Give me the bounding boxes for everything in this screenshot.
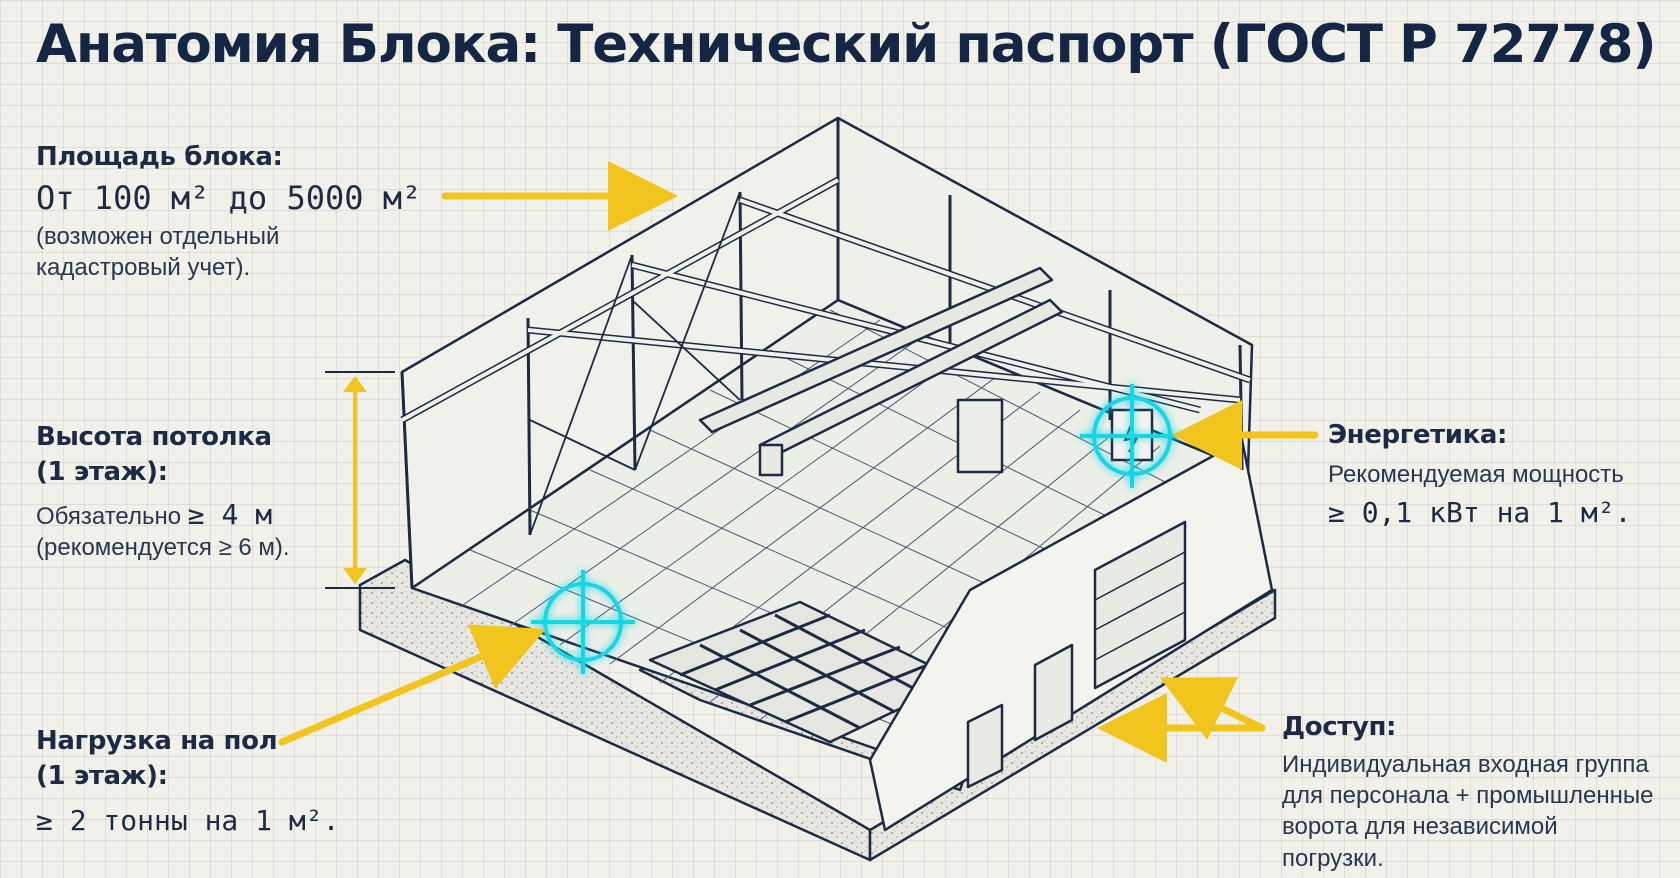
height-requirement: Обязательно ≥ 4 м [36,498,290,532]
access-line3: ворота для независимой [1282,813,1558,841]
floor-target-marker [531,570,635,674]
power-text: Рекомендуемая мощность [1328,461,1624,489]
access-arrow-gate [1159,677,1266,740]
access-line1: Индивидуальная входная группа [1282,751,1649,779]
gate-panels [1094,551,1186,661]
floor-load-arrow [278,624,546,746]
personnel-door [1033,643,1074,742]
floor-load-heading-line2: (1 этаж): [36,761,168,792]
rebar-grid [679,613,931,730]
access-heading: Доступ: [1282,712,1397,742]
access-annotation: Доступ: Индивидуальная входная группа дл… [1282,710,1653,874]
power-value: ≥ 0,1 кВт на 1 м². [1328,496,1632,530]
height-annotation: Высота потолка (1 этаж): Обязательно ≥ 4… [36,420,290,564]
height-heading-line2: (1 этаж): [36,457,168,488]
building-drawing [358,116,1277,862]
access-line4: погрузки. [1282,844,1384,872]
area-note-line2: кадастровый учет). [36,254,251,282]
height-text-value: ≥ 4 м [187,498,273,532]
access-line2: для персонала + промышленные [1282,782,1654,810]
area-heading: Площадь блока: [36,142,283,172]
height-heading-line1: Высота потолка [36,422,272,452]
floor-load-annotation: Нагрузка на пол (1 этаж): ≥ 2 тонны на 1… [36,724,339,837]
interior-door [956,398,1004,474]
power-annotation: Энергетика: Рекомендуемая мощность ≥ 0,1… [1328,418,1631,529]
wall-bracing [529,191,741,536]
height-text-prefix: Обязательно [36,503,188,531]
area-note-line1: (возможен отдельный [36,223,280,251]
height-arrow-bottom [343,568,367,584]
power-target-marker [1080,384,1184,488]
area-annotation: Площадь блока: От 100 м² до 5000 м² (воз… [36,140,421,283]
roof-beams-inner [401,178,1251,422]
height-dimension [325,371,395,589]
service-door [966,703,1004,789]
callout-arrows [278,161,1319,763]
height-note: (рекомендуется ≥ 6 м). [36,534,290,562]
area-value: От 100 м² до 5000 м² [36,179,422,218]
floor-load-value: ≥ 2 тонны на 1 м². [36,804,340,838]
overhead-crane [698,266,1064,477]
height-arrow-top [343,376,367,392]
floor-load-heading-line1: Нагрузка на пол [36,726,278,756]
page-title: Анатомия Блока: Технический паспорт (ГОС… [36,14,1657,75]
power-heading: Энергетика: [1328,420,1507,450]
